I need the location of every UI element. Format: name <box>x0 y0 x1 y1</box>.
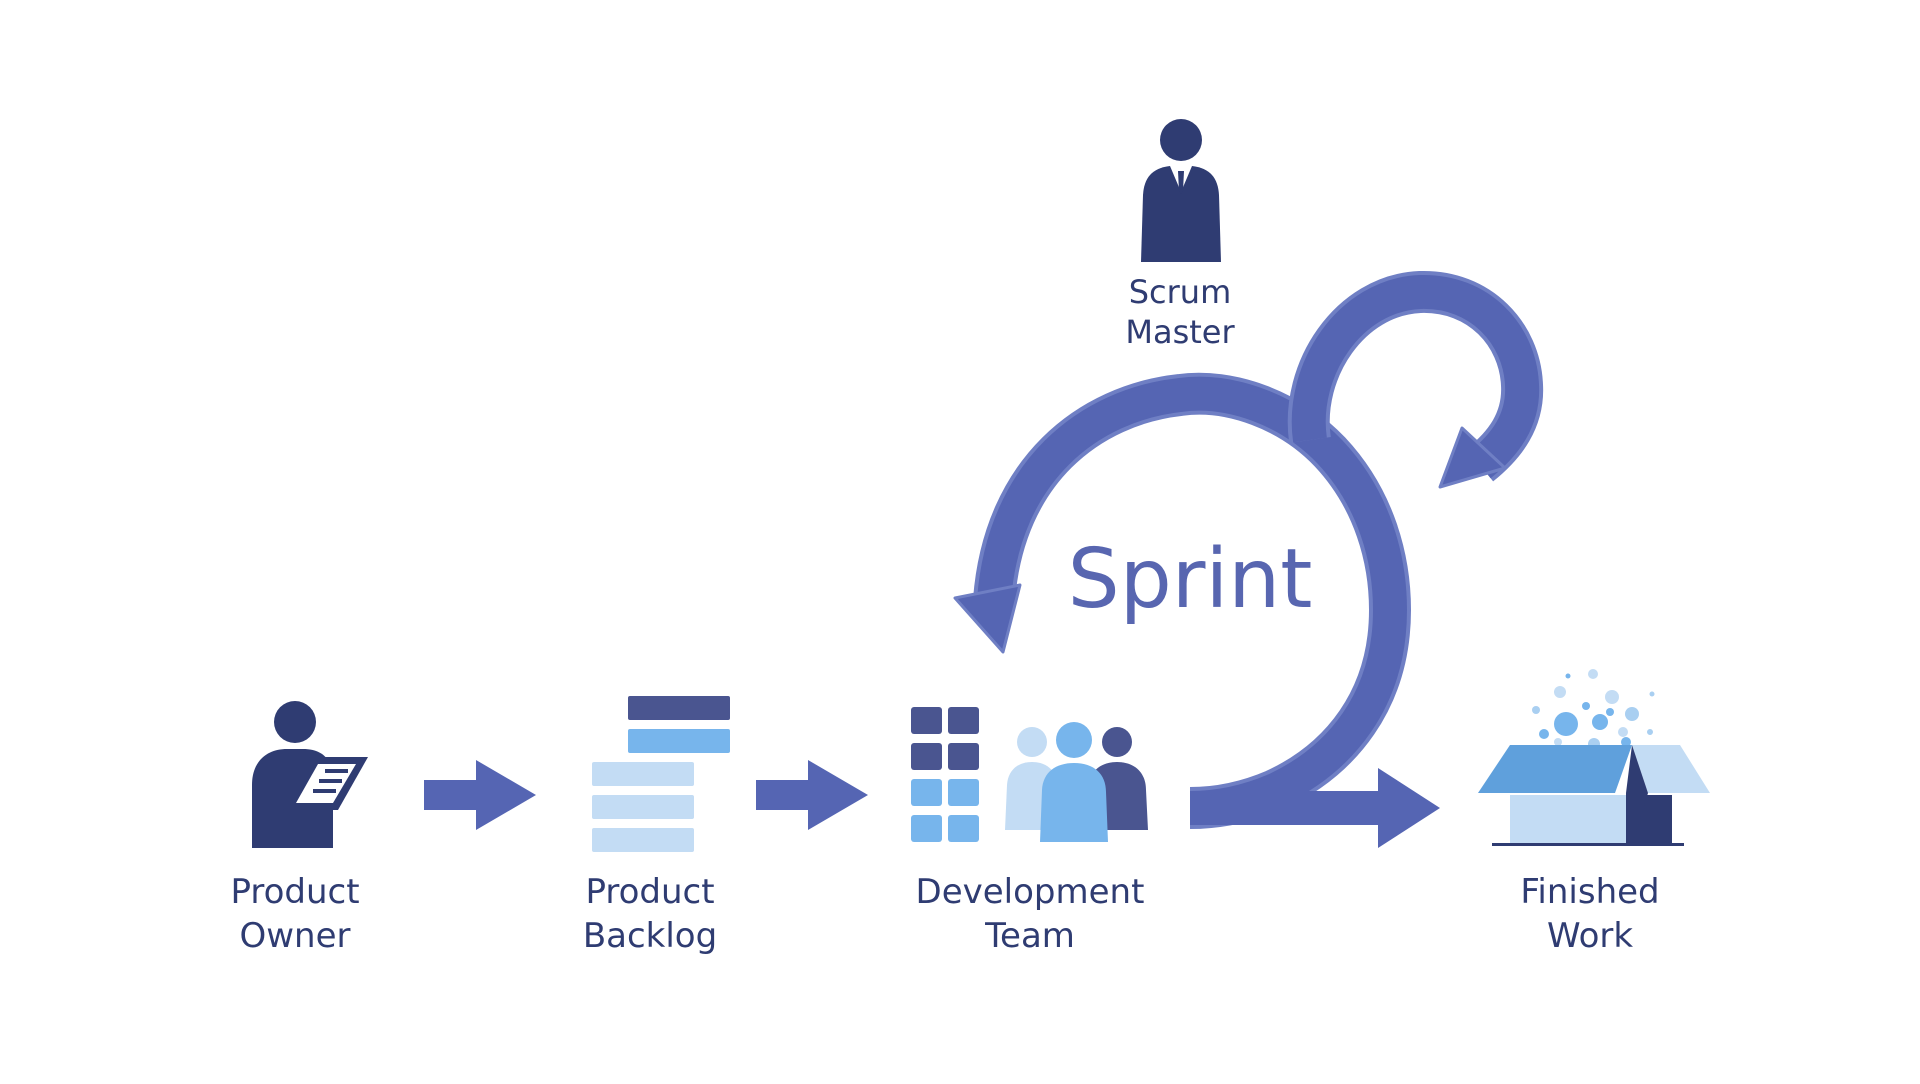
person-with-clipboard-icon <box>252 701 368 848</box>
scrum-master-label-line-2: Master <box>1125 313 1235 351</box>
open-box-icon <box>1478 669 1710 846</box>
team-icon <box>1005 722 1148 842</box>
development-team-label-line-2: Team <box>985 916 1075 956</box>
scrum-master-label: Scrum Master <box>1080 272 1280 352</box>
development-team-label-line-1: Development <box>915 872 1145 912</box>
output-arrowhead <box>1378 768 1440 848</box>
sprint-loop-arrowhead <box>953 583 1022 654</box>
product-owner-label: Product Owner <box>195 870 395 958</box>
sprint-cycle-arrow-icon <box>953 270 1544 848</box>
product-backlog-label-line-1: Product <box>585 872 715 912</box>
task-grid-icon <box>911 707 979 842</box>
product-backlog-label: Product Backlog <box>540 870 760 958</box>
product-owner-label-line-2: Owner <box>239 916 351 956</box>
product-backlog-label-line-2: Backlog <box>582 916 718 956</box>
arrow-right-icon-1 <box>424 760 536 830</box>
scrum-master-label-line-1: Scrum <box>1128 273 1232 311</box>
daily-loop-arrow-core <box>1291 274 1540 479</box>
backlog-stack-icon <box>592 696 730 852</box>
sprint-loop-arrow-core <box>977 376 1407 825</box>
finished-work-label-line-2: Work <box>1546 916 1634 956</box>
finished-work-label-line-1: Finished <box>1520 872 1660 912</box>
product-owner-label-line-1: Product <box>230 872 360 912</box>
daily-loop-arrowhead <box>1438 426 1507 489</box>
development-team-label: Development Team <box>880 870 1180 958</box>
person-in-suit-icon <box>1141 119 1221 262</box>
sprint-label: Sprint <box>1067 532 1313 627</box>
finished-work-label: Finished Work <box>1480 870 1700 958</box>
arrow-right-icon-2 <box>756 760 868 830</box>
